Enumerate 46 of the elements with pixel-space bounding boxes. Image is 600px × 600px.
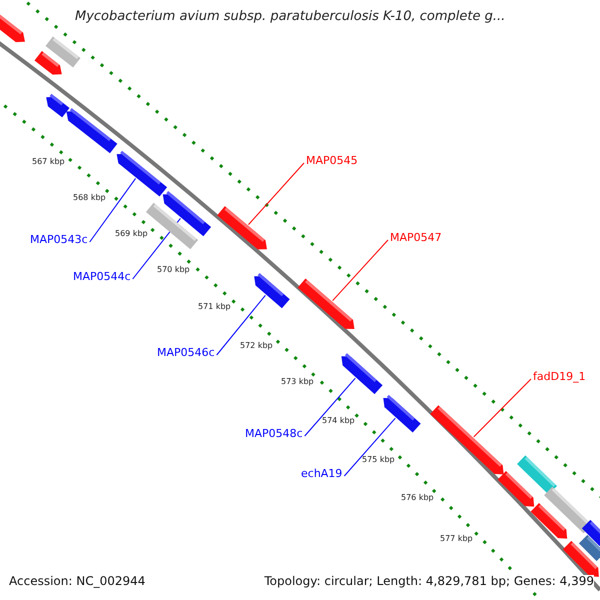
gene-feature bbox=[383, 394, 421, 433]
footer-text: Accession: NC_002944 bbox=[9, 575, 146, 587]
tick-label: 569 kbp bbox=[115, 230, 148, 238]
gene-bar bbox=[146, 202, 198, 250]
gene-feature bbox=[498, 471, 534, 507]
gene-feature bbox=[0, 14, 25, 42]
tick-label: 576 kbp bbox=[401, 494, 434, 502]
tick-label: 577 kbp bbox=[440, 535, 473, 543]
tick-label: 574 kbp bbox=[322, 417, 355, 425]
gene-feature bbox=[116, 150, 168, 197]
gene-feature bbox=[298, 278, 354, 329]
gene-label: MAP0543c bbox=[30, 234, 88, 245]
map-title: Mycobacterium avium subsp. paratuberculosis K-10, complete g... bbox=[75, 10, 506, 23]
gene-label: fadD19_1 bbox=[533, 371, 586, 382]
gene-feature bbox=[254, 273, 290, 308]
leader-line bbox=[473, 378, 532, 438]
tick-label: 568 kbp bbox=[73, 194, 106, 202]
gene-feature bbox=[46, 94, 70, 118]
leader-line bbox=[304, 378, 356, 436]
tick-label: 570 kbp bbox=[157, 266, 190, 274]
tick-label: 567 kbp bbox=[32, 158, 65, 166]
gene-feature bbox=[34, 51, 62, 75]
leader-line bbox=[344, 418, 396, 476]
gene-label: MAP0548c bbox=[245, 428, 303, 439]
gene-label: MAP0546c bbox=[157, 347, 215, 358]
gene-bar bbox=[582, 520, 600, 546]
leader-line bbox=[216, 294, 266, 356]
gene-label: MAP0545 bbox=[306, 155, 358, 166]
gene-feature bbox=[430, 405, 504, 474]
gene-feature bbox=[66, 108, 118, 154]
gene-bar bbox=[578, 534, 600, 562]
gene-label: echA19 bbox=[301, 468, 342, 479]
leader-line bbox=[332, 240, 388, 302]
gene-label: MAP0544c bbox=[73, 271, 131, 282]
gene-label: MAP0547 bbox=[390, 232, 442, 243]
tick-label: 571 kbp bbox=[198, 303, 231, 311]
leader-line bbox=[248, 162, 304, 226]
tick-label: 572 kbp bbox=[240, 342, 273, 350]
leader-line bbox=[89, 178, 136, 242]
footer-text: Topology: circular; Length: 4,829,781 bp; Genes: 4,399 bbox=[264, 575, 594, 587]
tick-label: 575 kbp bbox=[362, 456, 395, 464]
tick-label: 573 kbp bbox=[281, 378, 314, 386]
gene-feature bbox=[562, 540, 599, 577]
gene-feature bbox=[341, 353, 383, 394]
gene-feature bbox=[530, 503, 568, 539]
gene-feature bbox=[217, 206, 267, 250]
